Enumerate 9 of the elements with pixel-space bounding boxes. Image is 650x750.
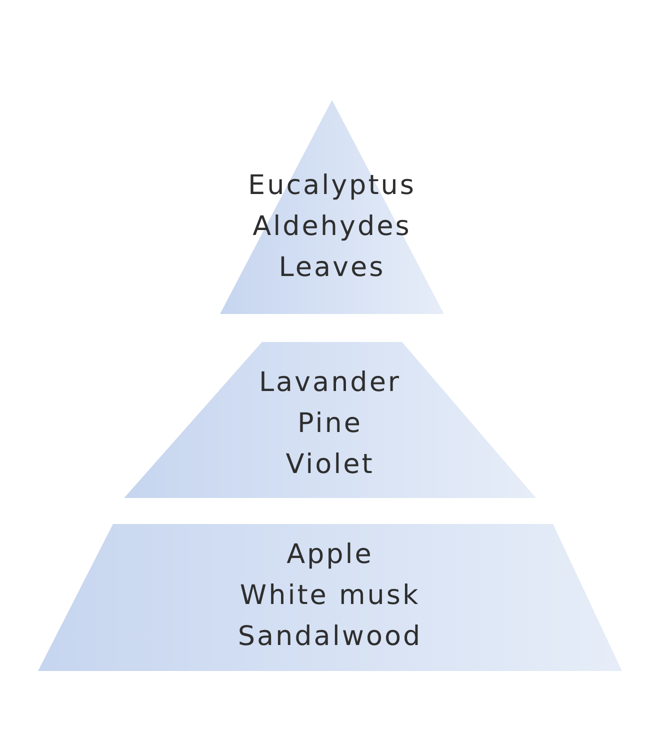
note-text: Violet (286, 448, 374, 482)
note-text: Eucalyptus (248, 169, 416, 203)
note-text: Apple (286, 538, 374, 572)
note-text: Pine (298, 407, 362, 441)
note-text: Lavander (258, 366, 402, 400)
note-text: Leaves (278, 251, 386, 285)
note-text: White musk (240, 579, 420, 613)
note-text: Aldehydes (252, 210, 412, 244)
note-text: Sandalwood (238, 620, 422, 654)
